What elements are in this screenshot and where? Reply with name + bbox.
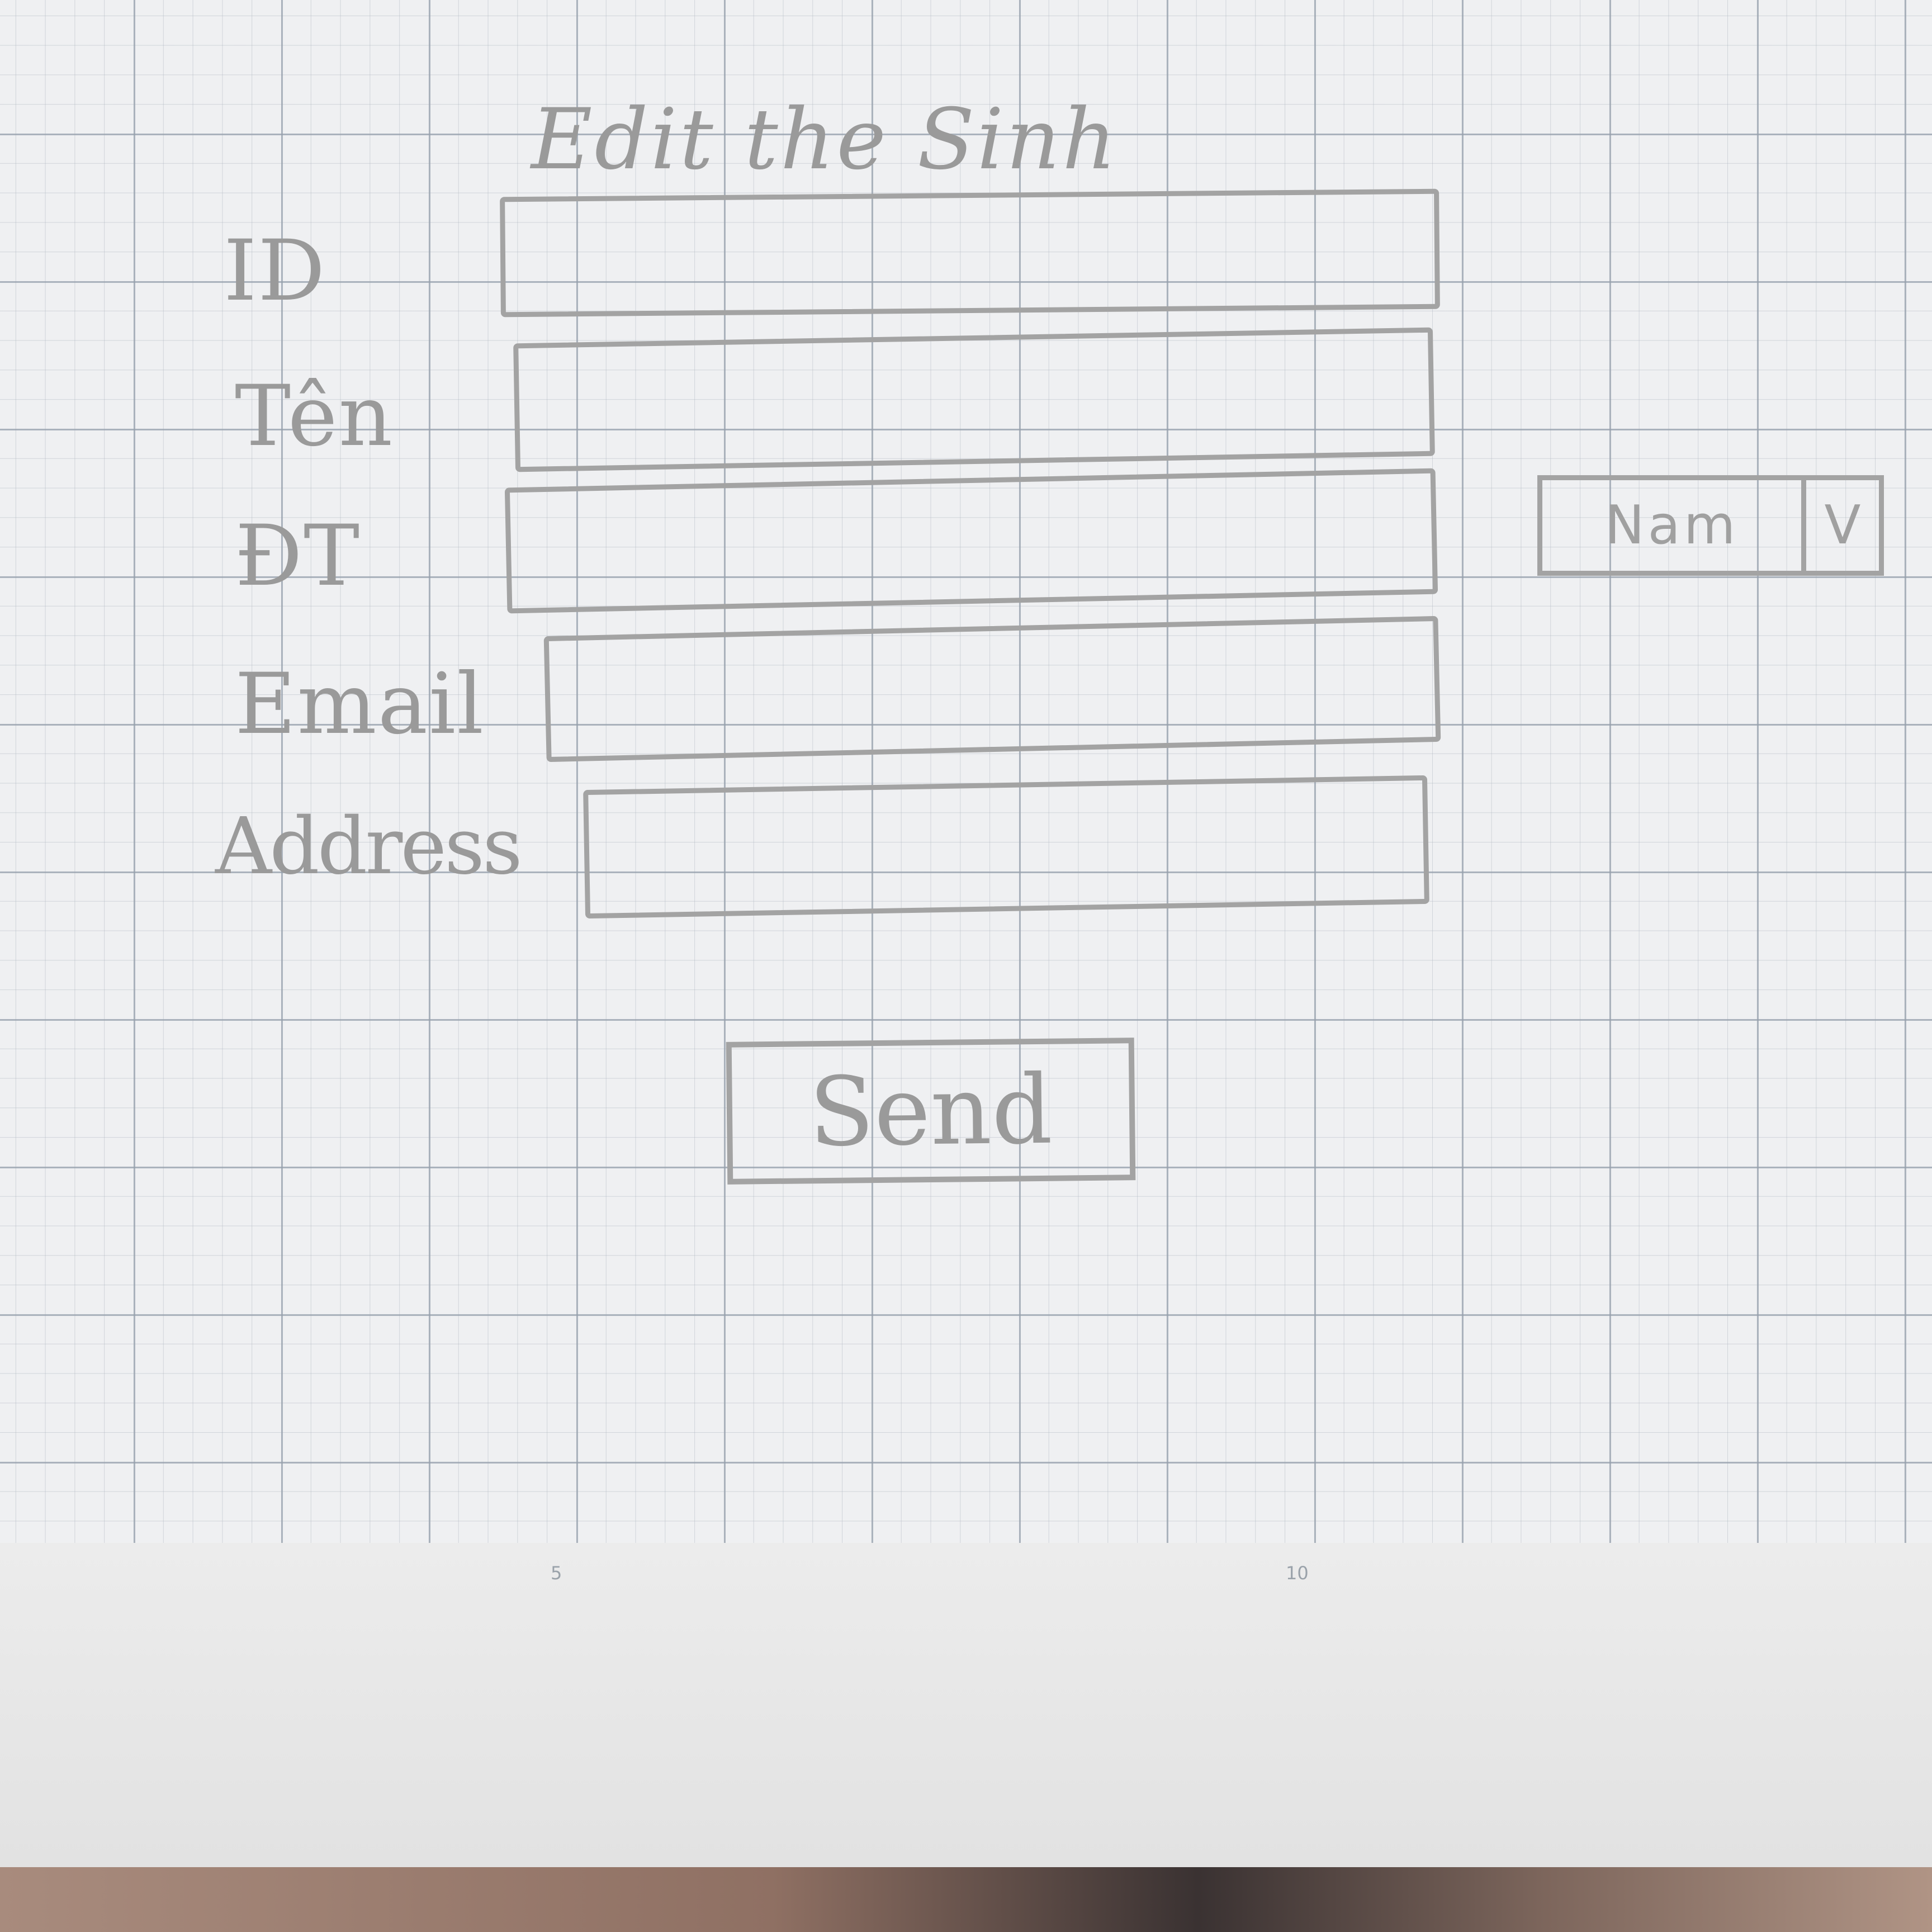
name-label: Tên (235, 368, 394, 465)
id-label: ID (224, 222, 326, 320)
phone-input[interactable] (504, 468, 1438, 614)
send-button[interactable]: Send (726, 1038, 1136, 1185)
phone-label: ĐT (235, 508, 361, 605)
ruler-number: 5 (551, 1562, 562, 1584)
graph-paper (0, 0, 1932, 1543)
form-title: Edit the Sinh (531, 91, 1119, 188)
ruler-number: 10 (1286, 1562, 1309, 1584)
email-label: Email (235, 656, 485, 753)
email-input[interactable] (543, 615, 1441, 763)
chevron-down-icon[interactable]: V (1801, 480, 1879, 571)
address-input[interactable] (583, 775, 1429, 919)
id-input[interactable] (500, 188, 1440, 318)
gender-select-value: Nam (1604, 495, 1739, 556)
name-input[interactable] (513, 327, 1435, 472)
paper-margin (0, 1543, 1932, 1867)
desk-edge (0, 1867, 1932, 1932)
address-label: Address (215, 801, 523, 892)
gender-select[interactable]: Nam V (1537, 475, 1884, 576)
